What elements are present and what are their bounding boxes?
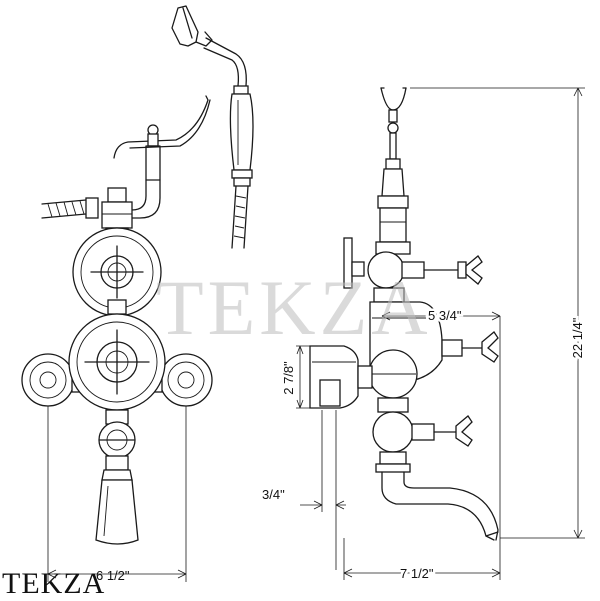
side-hose xyxy=(41,197,99,219)
lower-side-valve xyxy=(372,397,473,465)
body-height-label: 2 7/8" xyxy=(281,361,296,395)
brand-logo: TEKZA xyxy=(2,567,106,600)
shower-arm xyxy=(203,37,247,87)
top-valve xyxy=(72,187,162,317)
main-mixer-body xyxy=(21,313,213,411)
width-side-label: 7 1/2" xyxy=(400,566,434,581)
height-total-label: 22 1/4" xyxy=(570,317,585,358)
side-main-body xyxy=(368,287,499,399)
side-view: 22 1/4" 5 3/4" 2 7/8" 3/4" 7 xyxy=(262,87,588,584)
upper-side-valve xyxy=(343,237,483,289)
width-side-dimension: 7 1/2" xyxy=(343,538,501,584)
arm-depth-dimension: 5 3/4" xyxy=(381,306,501,538)
height-total-dimension: 22 1/4" xyxy=(410,87,588,539)
shower-holder xyxy=(380,87,407,170)
inlet-label: 3/4" xyxy=(262,487,285,502)
shower-handle xyxy=(229,85,254,187)
front-view: 6 1/2" xyxy=(21,5,254,583)
width-front-dimension: 6 1/2" xyxy=(47,406,187,583)
watermark: TEKZA xyxy=(156,264,432,351)
arm-depth-label: 5 3/4" xyxy=(428,308,462,323)
front-spout xyxy=(95,469,139,545)
inlet-dimension: 3/4" xyxy=(262,410,346,570)
hand-shower-head xyxy=(171,5,213,47)
tub-spout xyxy=(375,463,499,541)
body-height-dimension: 2 7/8" xyxy=(281,345,318,409)
shower-hose xyxy=(231,185,249,249)
width-front-label: 6 1/2" xyxy=(96,568,130,583)
riser-column xyxy=(375,168,411,255)
inlet-block xyxy=(309,345,373,409)
lower-valve xyxy=(98,409,136,471)
diverter-lever xyxy=(113,95,211,181)
